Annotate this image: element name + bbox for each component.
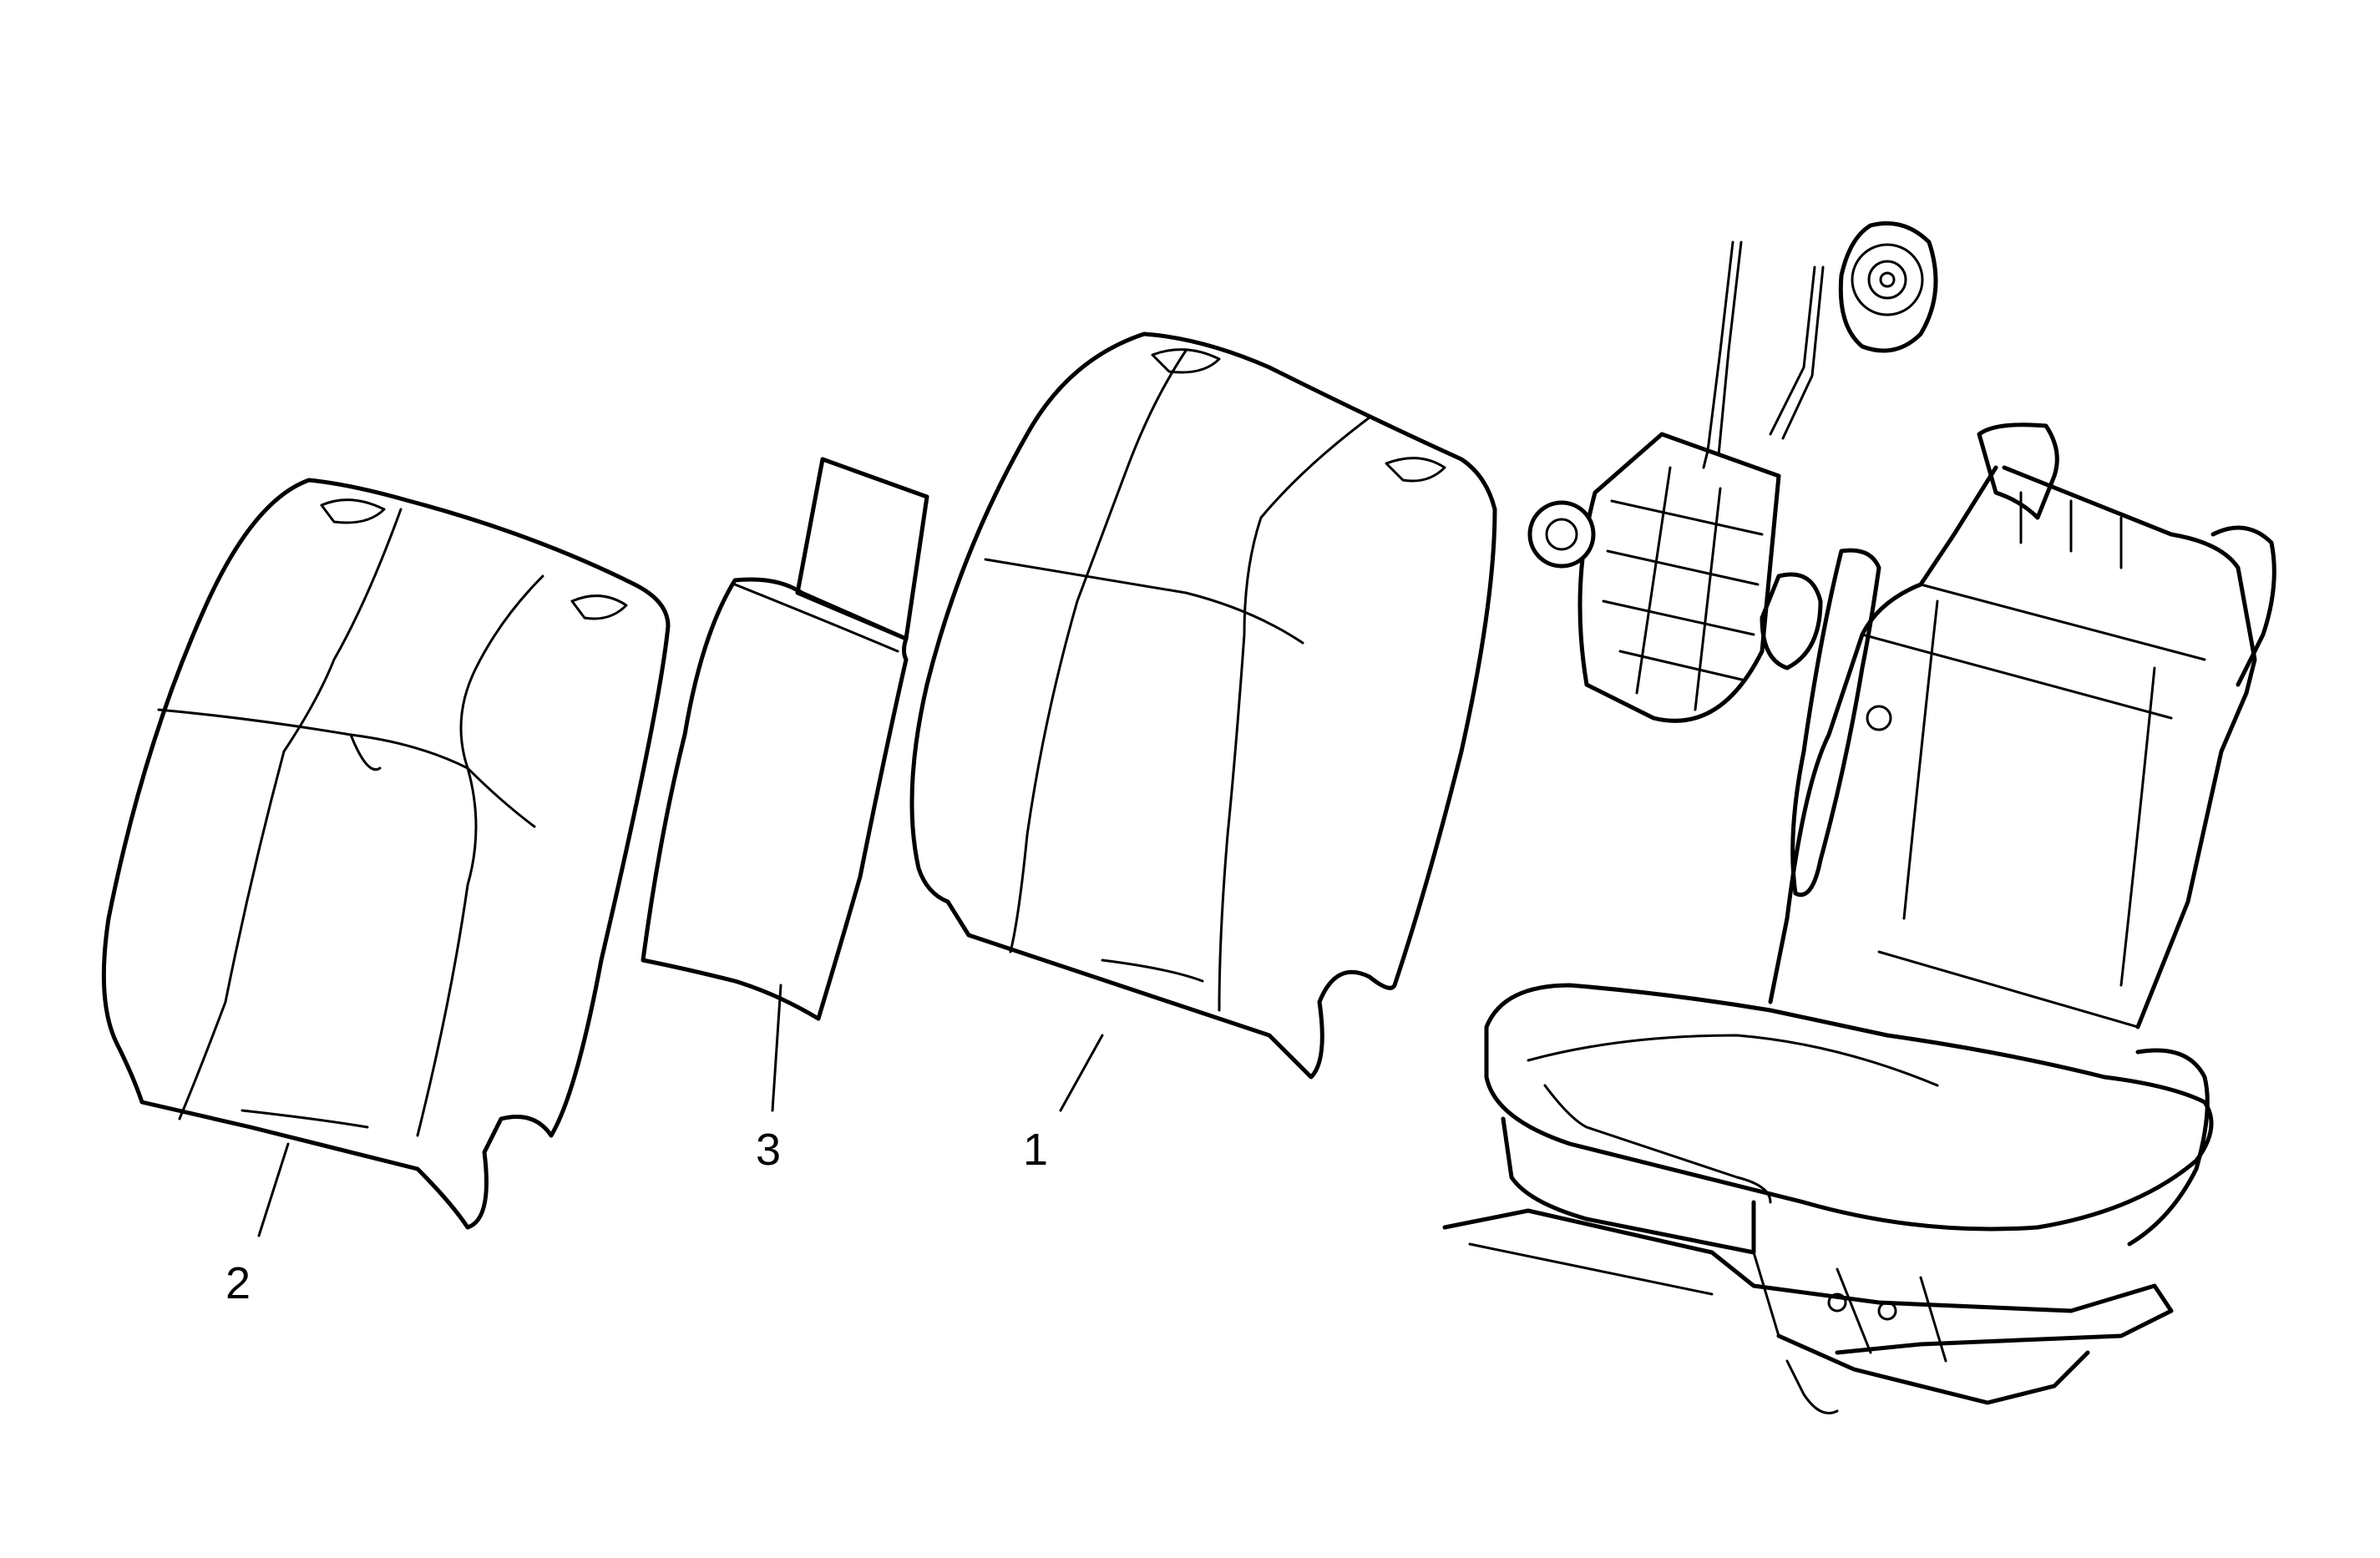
callout-3: 3 <box>756 1125 781 1175</box>
seat-frame-assembly <box>1442 422 2276 1414</box>
lumbar-support-assembly <box>1527 240 1825 723</box>
part-1-seatback-cover-middle <box>909 331 1497 1080</box>
leader-line-3 <box>771 984 782 1112</box>
callout-2: 2 <box>225 1258 251 1308</box>
speaker-disc <box>1838 221 1938 353</box>
callout-1: 1 <box>1023 1125 1048 1175</box>
leader-line-2 <box>257 1142 290 1237</box>
part-2-seatback-cover-left <box>101 478 671 1230</box>
leader-line-1 <box>1059 1034 1104 1112</box>
part-3-pad-insert <box>641 457 929 1021</box>
